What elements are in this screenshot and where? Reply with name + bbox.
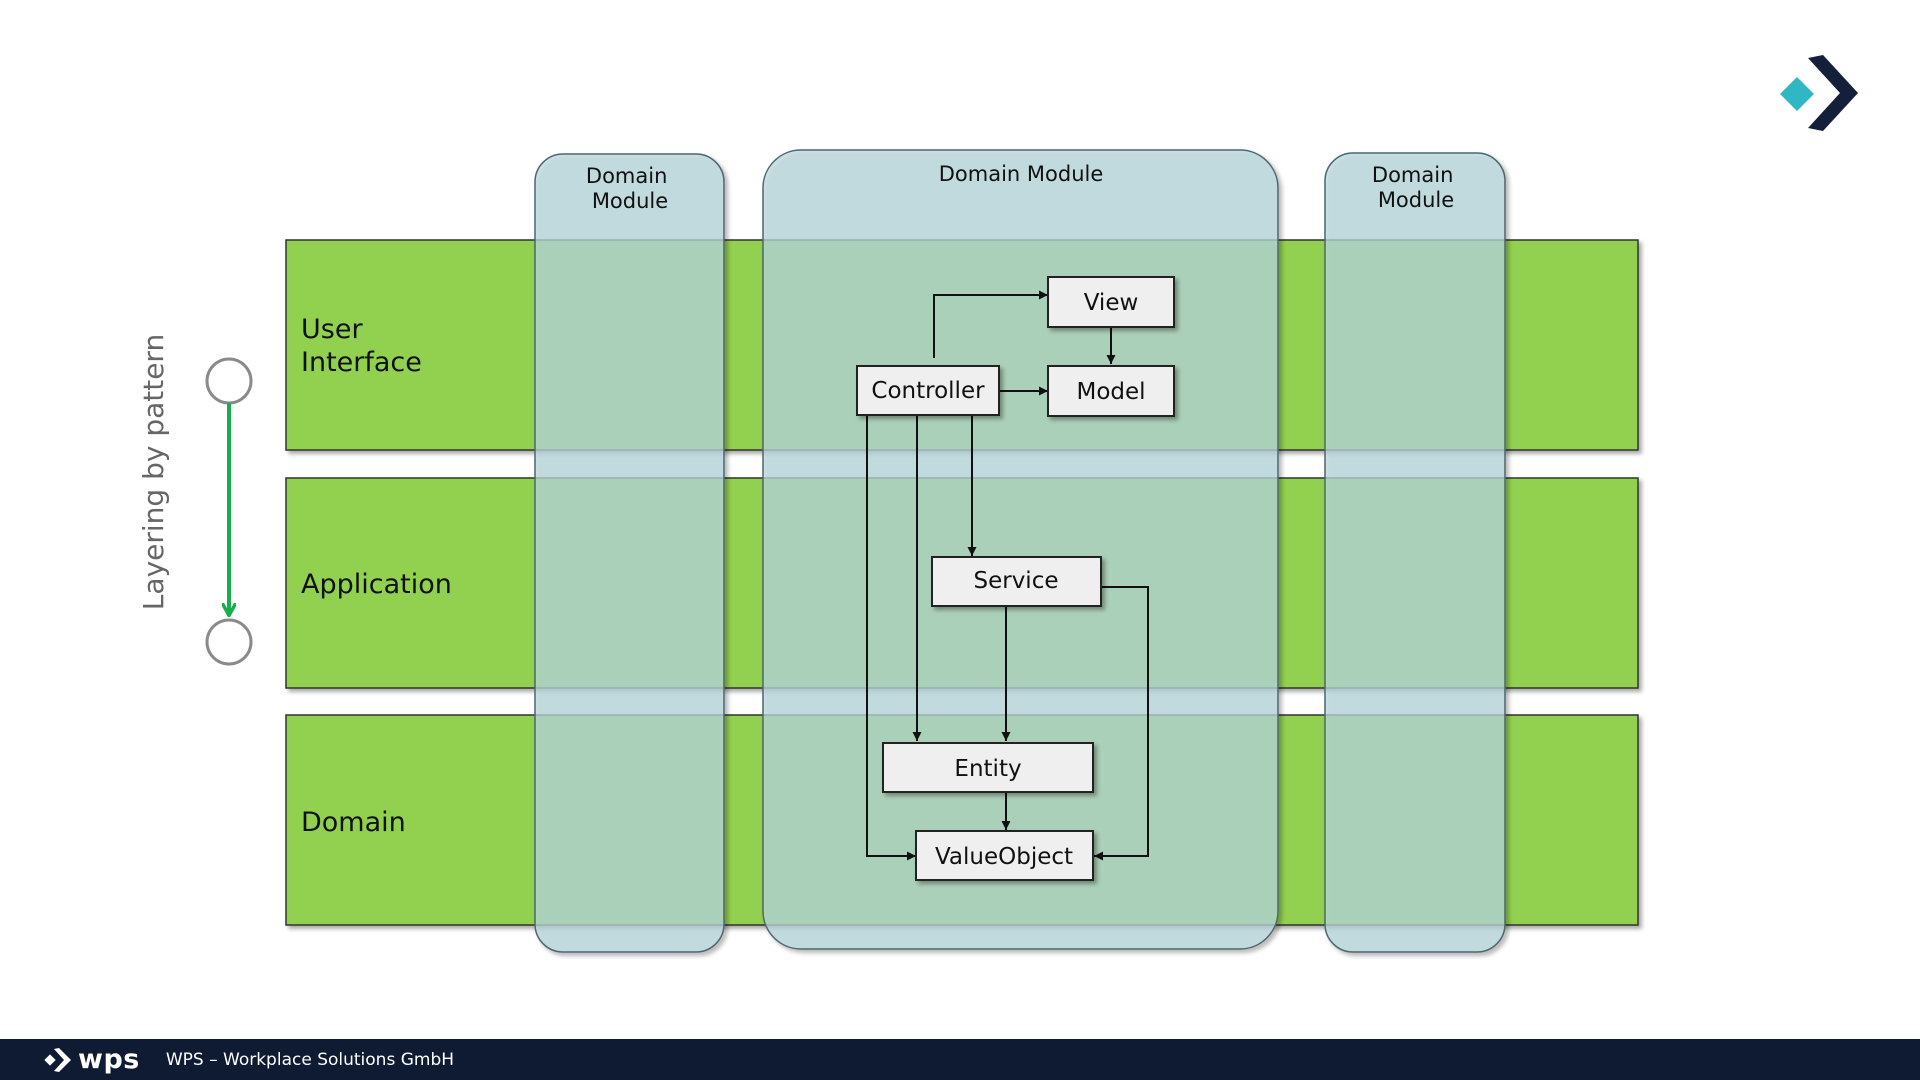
domain-module-center <box>762 149 1279 950</box>
layer-label-application: Application <box>301 569 452 600</box>
axis-end-circle <box>205 618 253 666</box>
footer-brand: wps <box>78 1044 140 1075</box>
node-model-label: Model <box>1076 379 1145 405</box>
edge-controller-view <box>933 290 1048 358</box>
layering-axis <box>205 357 253 666</box>
wps-chevron-icon <box>44 1047 71 1072</box>
node-entity-label: Entity <box>954 756 1021 782</box>
layer-label-ui: User Interface <box>301 314 422 378</box>
footer-company-name: WPS – Workplace Solutions GmbH <box>165 1049 455 1070</box>
node-view-label: View <box>1084 290 1139 316</box>
node-model <box>1047 365 1175 417</box>
edge-service-valueobject <box>1094 586 1149 861</box>
node-service-label: Service <box>973 568 1058 594</box>
module-label-center: Domain Module <box>939 162 1104 186</box>
dependency-edges <box>866 290 1149 861</box>
axis-start-circle <box>205 357 253 405</box>
node-controller-label: Controller <box>871 378 985 404</box>
node-entity <box>882 742 1094 793</box>
axis-label: Layering by pattern <box>137 334 170 610</box>
domain-module-left <box>534 153 725 953</box>
node-view <box>1047 276 1175 328</box>
footer-logo: wps <box>44 1044 140 1075</box>
module-label-right: Domain Module <box>1372 163 1460 212</box>
domain-module-right <box>1324 152 1506 953</box>
node-valueobject <box>915 830 1094 881</box>
node-service <box>931 556 1102 607</box>
layer-label-domain: Domain <box>301 807 406 838</box>
node-controller <box>856 365 1000 416</box>
brand-logo-icon <box>1780 55 1858 131</box>
module-label-left: Domain Module <box>586 164 674 213</box>
footer-bar: wps WPS – Workplace Solutions GmbH <box>0 1039 1920 1080</box>
edge-controller-valueobject <box>866 415 916 861</box>
node-valueobject-label: ValueObject <box>935 844 1073 870</box>
